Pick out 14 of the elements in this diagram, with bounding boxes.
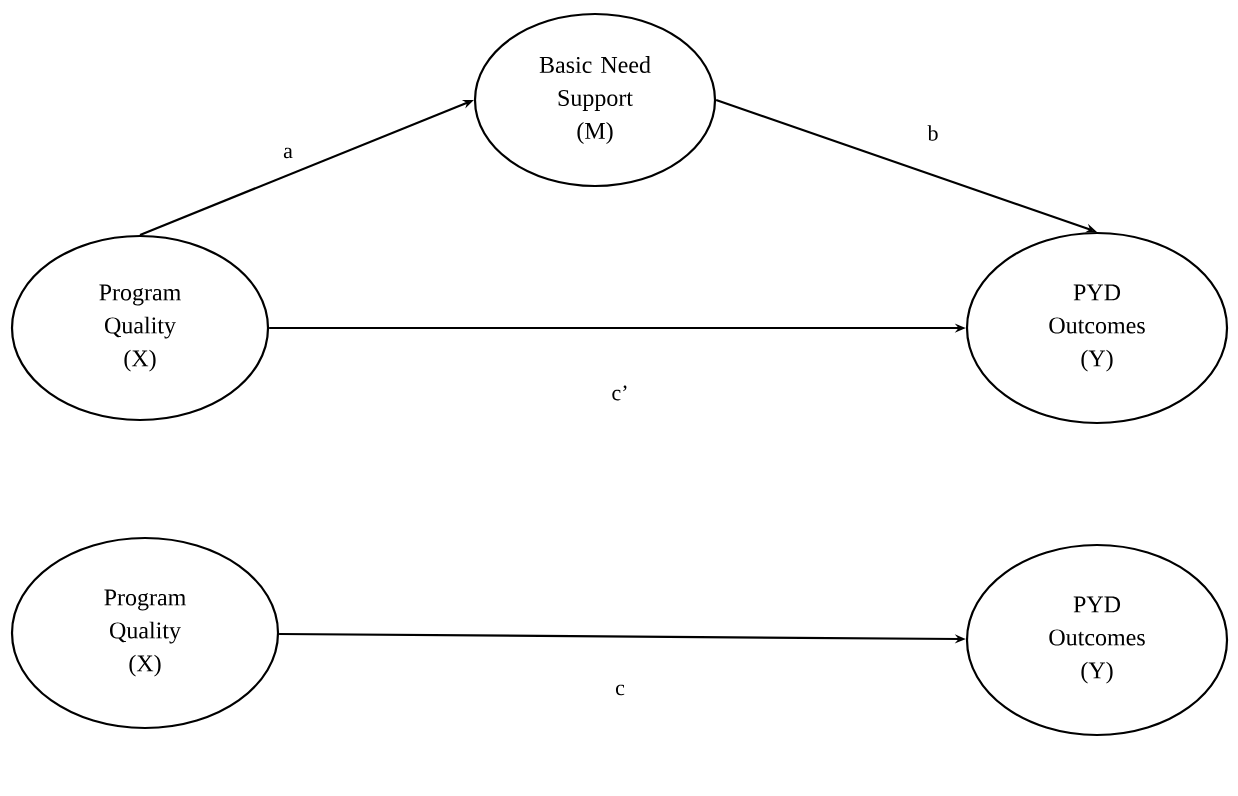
path-label: c [615,684,625,696]
variable-name: PYD Outcomes (Y) [1049,596,1145,684]
variable-ellipse [10,536,280,730]
variable-name: Program Quality (X) [104,589,186,677]
path-label: b [927,125,938,141]
variable-name: Program Quality (X) [99,284,181,372]
variable-name: Basic Need Support (M) [539,56,651,144]
variable-name: PYD Outcomes (Y) [1049,284,1145,372]
variable-ellipse [965,231,1229,425]
variable-ellipse [10,234,270,422]
variable-ellipse [965,543,1229,737]
path-label: a [283,147,293,159]
variable-ellipse [473,12,717,188]
path-label: c’ [612,385,627,401]
